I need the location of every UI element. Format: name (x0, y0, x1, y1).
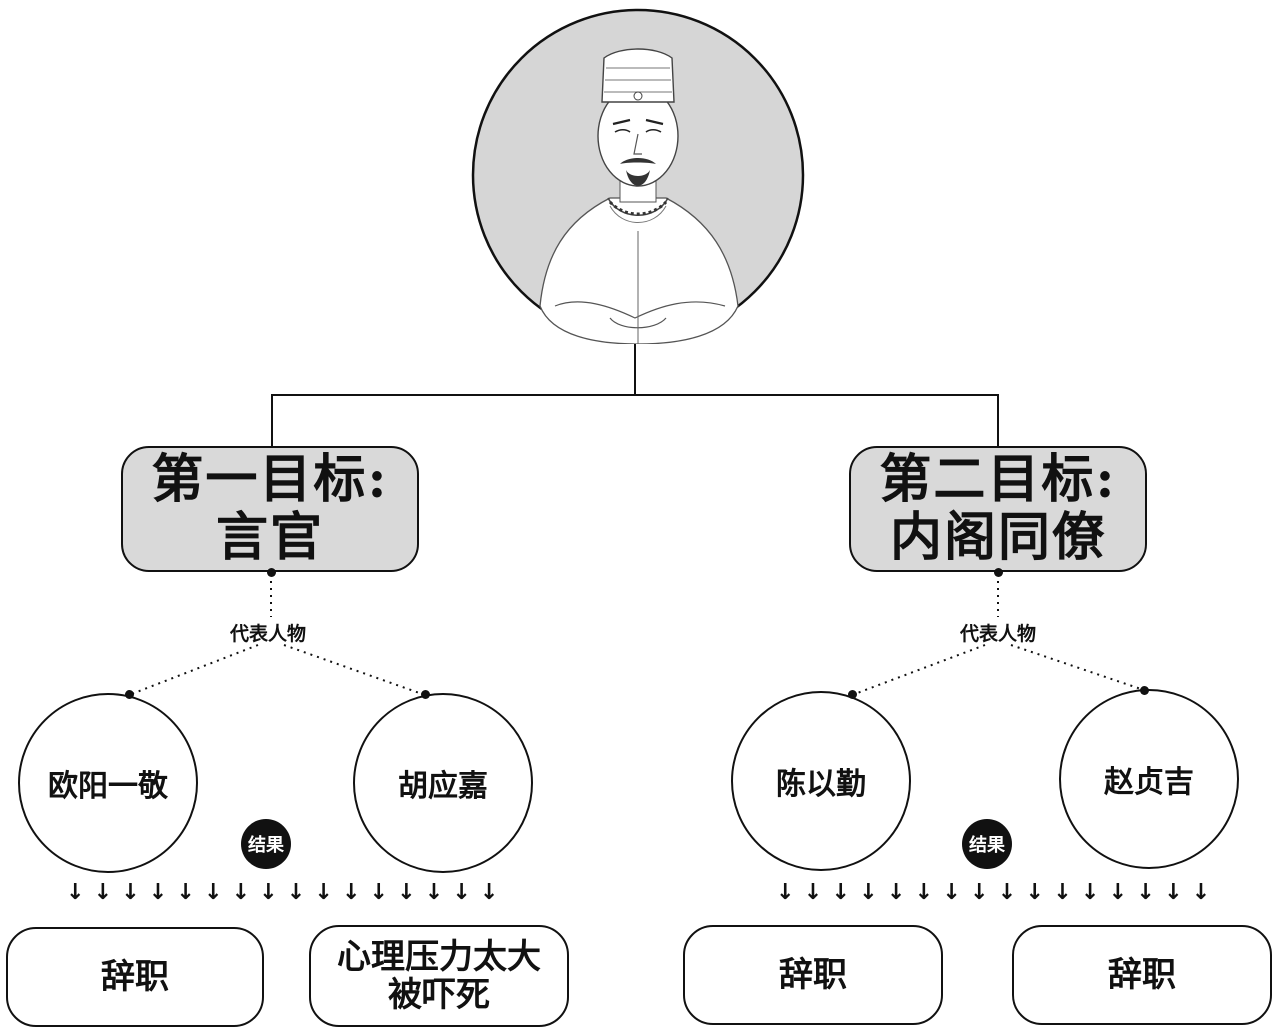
down-arrow-icon: ↓ (1136, 880, 1155, 905)
person-name: 赵贞吉 (1104, 765, 1194, 800)
target-box-first: 第一目标: 言官 (121, 446, 419, 572)
portrait (470, 6, 806, 345)
outcome-box: 辞职 (1012, 925, 1272, 1025)
person-name: 陈以勤 (776, 767, 866, 802)
person-dot (848, 690, 857, 699)
outcome-text-line1: 心理压力太大 (337, 937, 541, 977)
down-arrow-icon: ↓ (776, 880, 795, 905)
target-second-dot (994, 568, 1003, 577)
down-arrow-icon: ↓ (479, 880, 499, 905)
down-arrow-icon: ↓ (424, 880, 444, 905)
down-arrow-icon: ↓ (914, 880, 934, 905)
down-arrow-icon: ↓ (148, 880, 168, 905)
outcome-text: 辞职 (101, 957, 169, 997)
down-arrow-icon: ↓ (997, 880, 1017, 905)
rep-label-right: 代表人物 (959, 623, 1036, 645)
down-arrow-icon: ↓ (1108, 880, 1128, 905)
branch-right-drop-line (997, 394, 999, 446)
down-arrow-icon: ↓ (1053, 880, 1072, 905)
target-first-line1: 第一目标: (151, 449, 389, 510)
outcome-box: 辞职 (683, 925, 943, 1025)
person-circle: 赵贞吉 (1059, 689, 1239, 869)
person-name: 胡应嘉 (398, 769, 488, 804)
down-arrow-icon: ↓ (1025, 880, 1044, 905)
result-badge-right: 结果 (962, 819, 1012, 869)
down-arrow-icon: ↓ (942, 880, 961, 905)
person-dot (125, 690, 134, 699)
target-box-second: 第二目标: 内阁同僚 (849, 446, 1147, 572)
arrow-row-left: ↓ ↓ ↓ ↓ ↓ ↓ ↓ ↓ ↓ ↓ ↓ ↓ ↓ ↓ ↓ ↓ (66, 880, 499, 905)
down-arrow-icon: ↓ (803, 880, 823, 905)
down-arrow-icon: ↓ (886, 880, 906, 905)
down-arrow-icon: ↓ (176, 880, 195, 905)
person-circle: 陈以勤 (731, 691, 911, 871)
person-dot (1140, 686, 1149, 695)
down-arrow-icon: ↓ (970, 880, 989, 905)
rep-label-left: 代表人物 (229, 623, 306, 645)
down-arrow-icon: ↓ (231, 880, 250, 905)
person-name: 欧阳一敬 (48, 769, 168, 804)
outcome-box: 辞职 (6, 927, 264, 1027)
target-first-line2: 言官 (215, 507, 324, 568)
branch-horizontal-line (271, 394, 999, 396)
down-arrow-icon: ↓ (93, 880, 113, 905)
target-first-dot (267, 568, 276, 577)
down-arrow-icon: ↓ (66, 880, 85, 905)
down-arrow-icon: ↓ (831, 880, 850, 905)
down-arrow-icon: ↓ (1080, 880, 1100, 905)
down-arrow-icon: ↓ (452, 880, 471, 905)
outcome-text: 辞职 (779, 955, 847, 995)
down-arrow-icon: ↓ (203, 880, 223, 905)
down-arrow-icon: ↓ (397, 880, 416, 905)
down-arrow-icon: ↓ (259, 880, 278, 905)
official-portrait-icon (471, 8, 805, 345)
outcome-text-line2: 被吓死 (388, 975, 490, 1015)
down-arrow-icon: ↓ (859, 880, 878, 905)
trunk-line (634, 344, 636, 396)
outcome-box: 心理压力太大 被吓死 (309, 925, 569, 1027)
outcome-text: 辞职 (1108, 955, 1176, 995)
down-arrow-icon: ↓ (1164, 880, 1183, 905)
branch-left-drop-line (271, 394, 273, 446)
down-arrow-icon: ↓ (121, 880, 140, 905)
result-badge-left: 结果 (241, 819, 291, 869)
person-dot (421, 690, 430, 699)
target-second-line2: 内阁同僚 (889, 507, 1106, 568)
down-arrow-icon: ↓ (314, 880, 333, 905)
down-arrow-icon: ↓ (341, 880, 361, 905)
down-arrow-icon: ↓ (1191, 880, 1211, 905)
down-arrow-icon: ↓ (369, 880, 388, 905)
person-circle: 欧阳一敬 (18, 693, 198, 873)
down-arrow-icon: ↓ (286, 880, 306, 905)
person-circle: 胡应嘉 (353, 693, 533, 873)
arrow-row-right: ↓ ↓ ↓ ↓ ↓ ↓ ↓ ↓ ↓ ↓ ↓ ↓ ↓ ↓ ↓ ↓ (776, 880, 1211, 905)
target-second-line1: 第二目标: (879, 449, 1117, 510)
